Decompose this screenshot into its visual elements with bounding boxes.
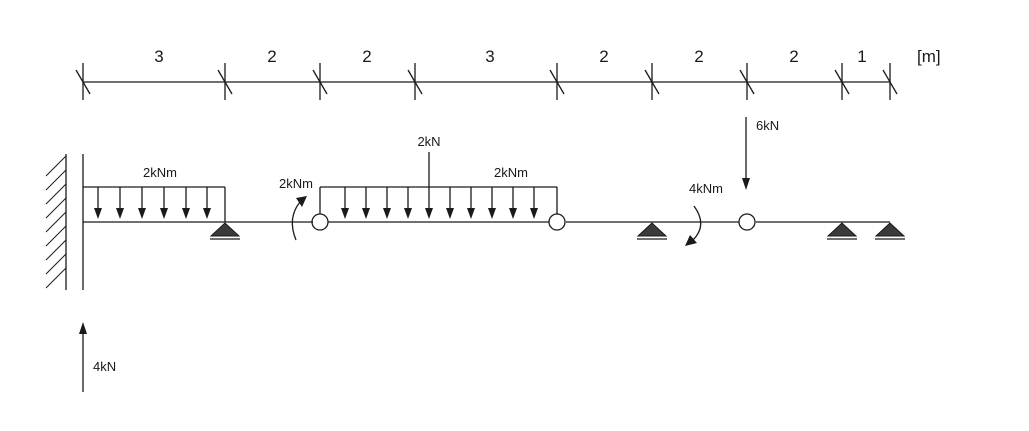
udl-mid: 2kNm xyxy=(319,165,558,219)
moment-left-head xyxy=(296,196,307,207)
dim-unit: [m] xyxy=(917,47,941,66)
hinge-3 xyxy=(738,213,756,231)
pin-support-1 xyxy=(209,222,241,240)
fixed-support xyxy=(45,154,84,290)
dim-label-6: 2 xyxy=(789,47,798,66)
dim-slash-7 xyxy=(834,69,850,95)
dim-slash-0 xyxy=(75,69,91,95)
dim-slash-2 xyxy=(312,69,328,95)
dim-label-7: 1 xyxy=(857,47,866,66)
point-load-right: 6kN xyxy=(742,117,779,190)
point-load-right-head xyxy=(742,178,750,190)
udl-mid-label: 2kNm xyxy=(494,165,528,180)
pin-support-4 xyxy=(874,222,906,240)
udl-left: 2kNm xyxy=(83,165,226,222)
udl-left-arrows xyxy=(94,187,211,219)
dim-label-2: 2 xyxy=(362,47,371,66)
moment-left: 2kNm xyxy=(279,176,313,241)
moment-left-label: 2kNm xyxy=(279,176,313,191)
udl-left-label: 2kNm xyxy=(143,165,177,180)
reaction-up: 4kN xyxy=(79,322,116,392)
dimension-labels: 3 2 2 3 2 2 2 1 [m] xyxy=(154,47,940,66)
dim-label-4: 2 xyxy=(599,47,608,66)
hinge-2 xyxy=(548,213,566,231)
dim-label-1: 2 xyxy=(267,47,276,66)
udl-mid-arrows xyxy=(341,187,538,219)
dim-label-0: 3 xyxy=(154,47,163,66)
hinge-1 xyxy=(311,213,329,231)
wall-hatching xyxy=(45,155,67,289)
dimension-chain: 3 2 2 3 2 2 2 1 [m] xyxy=(75,47,941,100)
dim-slash-8 xyxy=(882,69,898,95)
moment-right-label: 4kNm xyxy=(689,181,723,196)
dim-slash-4 xyxy=(549,69,565,95)
dim-label-3: 3 xyxy=(485,47,494,66)
dim-slash-5 xyxy=(644,69,660,95)
dim-label-5: 2 xyxy=(694,47,703,66)
point-load-mid: 2kN xyxy=(417,134,441,219)
point-load-mid-label: 2kN xyxy=(417,134,440,149)
point-load-mid-head xyxy=(425,208,433,219)
dim-slash-6 xyxy=(739,69,755,95)
pin-supports xyxy=(209,222,906,240)
pin-support-3 xyxy=(826,222,858,240)
moment-right: 4kNm xyxy=(685,181,723,246)
moment-right-head xyxy=(685,235,697,246)
moment-left-arc xyxy=(291,201,301,241)
moment-right-arc xyxy=(692,205,702,241)
reaction-up-label: 4kN xyxy=(93,359,116,374)
point-load-right-label: 6kN xyxy=(756,118,779,133)
reaction-up-head xyxy=(79,322,87,334)
dim-slash-1 xyxy=(217,69,233,95)
dimension-ticks xyxy=(75,63,898,100)
dim-slash-3 xyxy=(407,69,423,95)
pin-support-2 xyxy=(636,222,668,240)
